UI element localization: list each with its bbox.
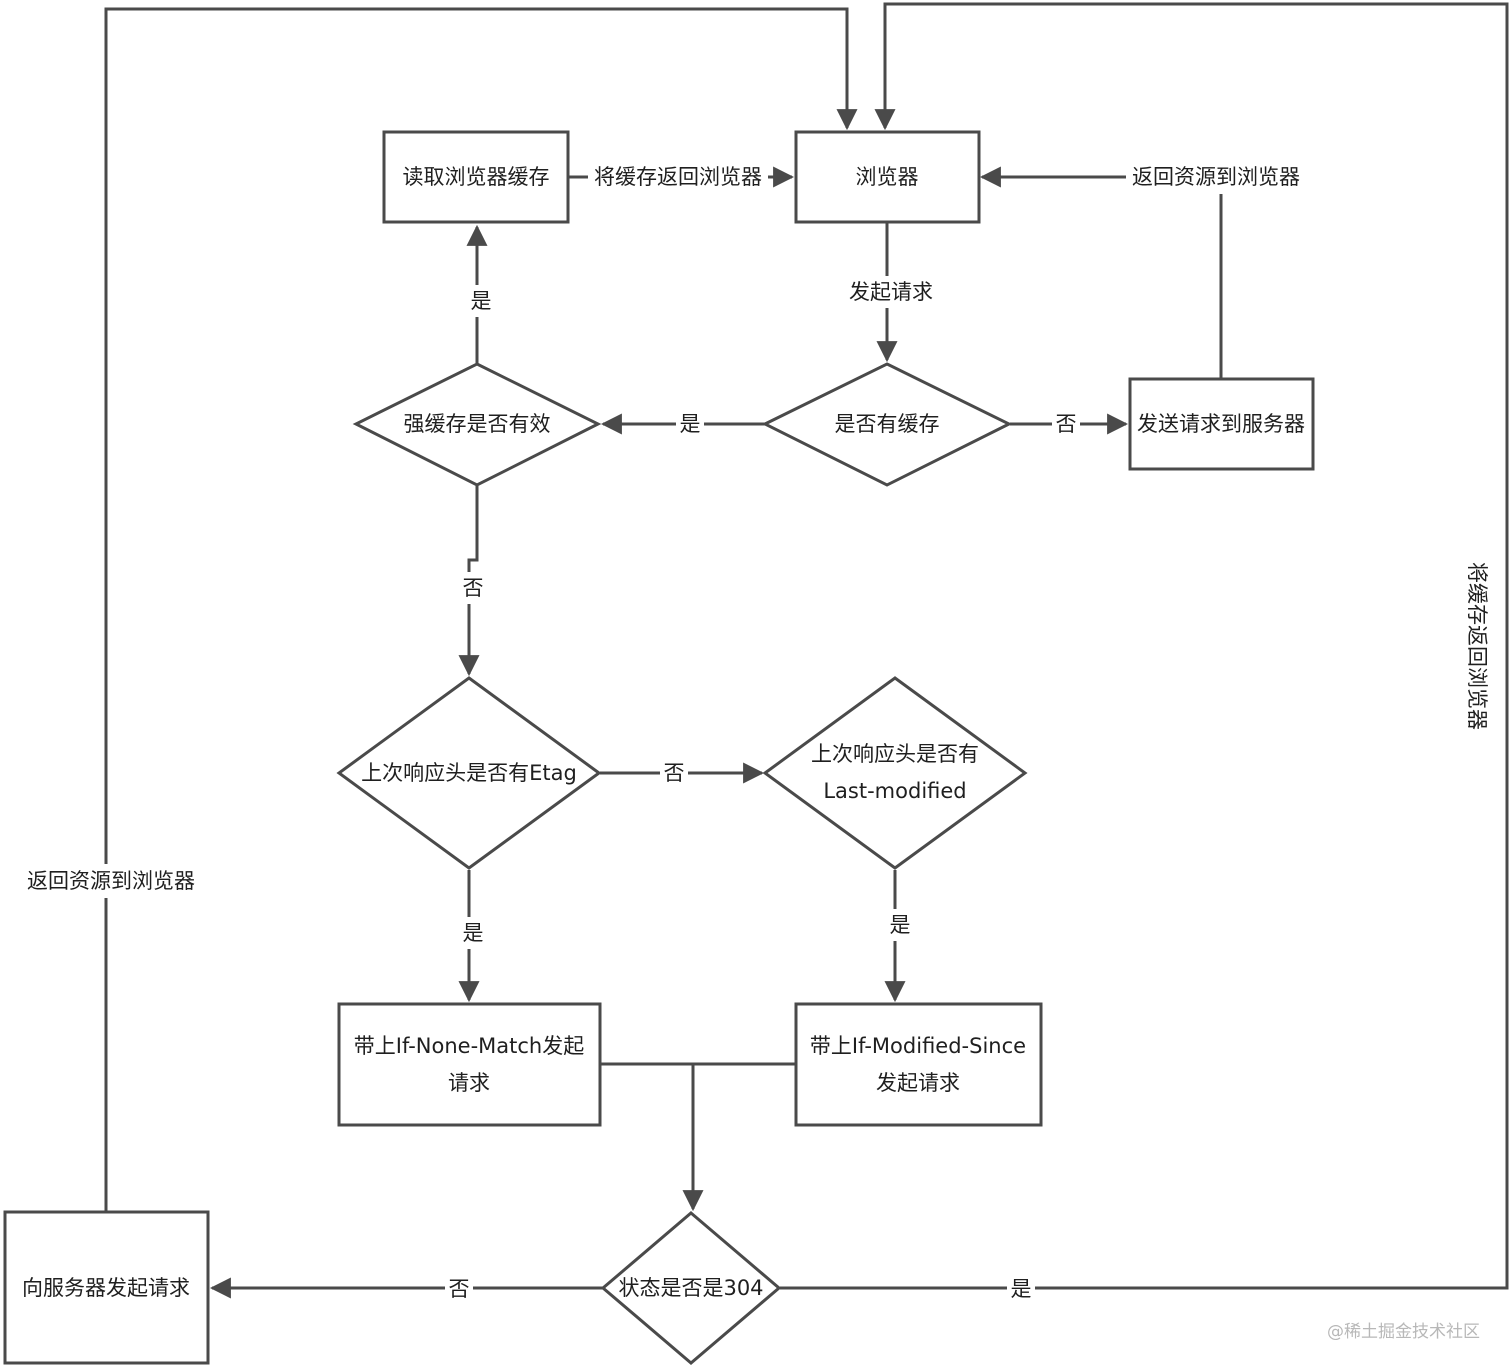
node-request-server [3, 1210, 210, 1365]
node-read-cache [382, 130, 570, 224]
node-browser [794, 130, 981, 224]
node-has-last-modified-label-2: Last-modified [823, 779, 966, 803]
edge-label-no-has-cache: 否 [1056, 412, 1077, 436]
node-if-modified-since [794, 1002, 1043, 1127]
node-strong-cache-valid [352, 362, 602, 487]
edge-label-yes-last-modified: 是 [890, 913, 911, 937]
node-browser-label: 浏览器 [856, 165, 919, 189]
node-send-to-server [1128, 377, 1315, 471]
node-has-cache [761, 362, 1013, 487]
node-if-none-match-label-1: 带上If-None-Match发起 [354, 1034, 584, 1058]
watermark: @稀土掘金技术社区 [1327, 1322, 1480, 1342]
node-has-cache-label: 是否有缓存 [835, 412, 940, 436]
node-has-last-modified-label-1: 上次响应头是否有 [811, 742, 979, 766]
node-read-cache-label: 读取浏览器缓存 [403, 165, 550, 189]
node-has-last-modified [762, 676, 1028, 870]
edge-server-return [979, 166, 1223, 378]
edge-label-yes-strong: 是 [471, 289, 492, 313]
node-status-304-label: 状态是否是304 [618, 1276, 763, 1300]
node-if-modified-since-label-1: 带上If-Modified-Since [810, 1034, 1026, 1058]
edge-yes-304 [780, 2, 1509, 1290]
node-strong-cache-label: 强缓存是否有效 [404, 412, 551, 436]
node-has-etag [336, 676, 602, 870]
node-if-none-match [337, 1002, 602, 1127]
node-send-to-server-label: 发送请求到服务器 [1137, 412, 1305, 436]
node-request-server-label: 向服务器发起请求 [22, 1276, 190, 1300]
edge-label-yes-etag: 是 [463, 921, 484, 945]
node-has-etag-label: 上次响应头是否有Etag [361, 761, 577, 785]
edge-label-no-etag: 否 [664, 761, 685, 785]
edge-label-yes-has-cache: 是 [680, 412, 701, 436]
edge-label-right-vertical: 将缓存返回浏览器 [1465, 562, 1489, 730]
edge-label-cache-to-browser: 将缓存返回浏览器 [594, 165, 762, 189]
edge-label-send-request: 发起请求 [849, 280, 933, 304]
node-if-modified-since-label-2: 发起请求 [876, 1071, 960, 1095]
edge-no-strong [458, 486, 480, 677]
edge-label-no-strong: 否 [463, 576, 484, 600]
node-if-none-match-label-2: 请求 [448, 1071, 490, 1095]
edge-label-left-return: 返回资源到浏览器 [27, 869, 195, 893]
node-status-304 [600, 1211, 782, 1365]
edge-label-server-return: 返回资源到浏览器 [1132, 165, 1300, 189]
edge-label-yes-304: 是 [1011, 1277, 1032, 1301]
edge-left-return [104, 7, 858, 1211]
edge-label-no-304: 否 [449, 1277, 470, 1301]
